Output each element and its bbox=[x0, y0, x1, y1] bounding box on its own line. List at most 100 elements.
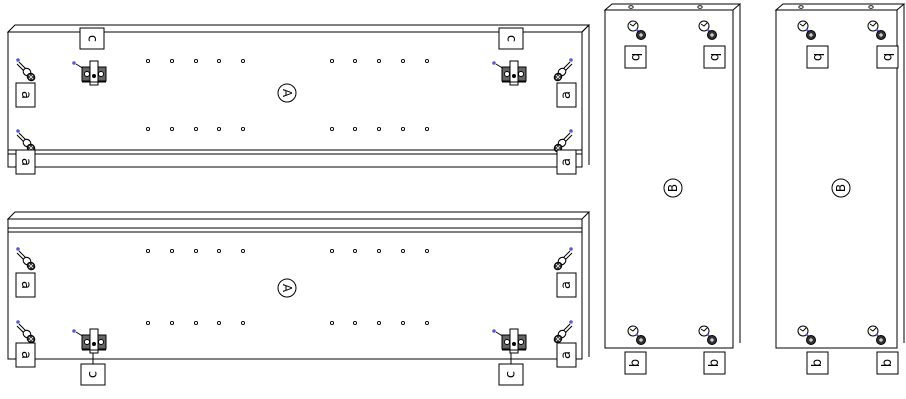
edge-hole bbox=[697, 5, 703, 9]
part-label-b: b bbox=[806, 45, 829, 69]
hole bbox=[400, 126, 406, 132]
cam-lock-icon bbox=[16, 58, 36, 82]
hinge-screw bbox=[504, 339, 510, 345]
hole bbox=[169, 126, 175, 132]
label-text: a bbox=[18, 158, 33, 166]
label-box bbox=[876, 45, 899, 69]
hole bbox=[240, 248, 246, 254]
cam-mark bbox=[629, 22, 637, 27]
dowel-dot bbox=[569, 320, 573, 324]
cam-cross bbox=[710, 338, 714, 342]
cam-lock-icon bbox=[698, 325, 717, 345]
part-label-a: a bbox=[15, 149, 36, 175]
id-circle bbox=[277, 83, 297, 103]
hole bbox=[145, 248, 151, 254]
cam-mark bbox=[700, 22, 708, 27]
dowel-dot bbox=[492, 61, 496, 65]
dowel-dot bbox=[569, 247, 573, 251]
part-label-c: c bbox=[79, 27, 105, 50]
hole bbox=[216, 58, 222, 64]
cam-lock-icon bbox=[16, 247, 36, 271]
cam-lock-icon bbox=[627, 325, 646, 345]
id-circle bbox=[277, 278, 297, 298]
panel-id-tall_panel_label: B bbox=[831, 178, 851, 198]
cam-slot bbox=[555, 263, 561, 269]
part-label-b: b bbox=[876, 45, 899, 69]
label-box bbox=[80, 363, 106, 386]
cam-lock-icon bbox=[553, 320, 573, 344]
part-label-b: b bbox=[876, 351, 899, 375]
hole bbox=[145, 126, 151, 132]
hole bbox=[400, 320, 406, 326]
label-box bbox=[556, 82, 577, 108]
cam-slot bbox=[555, 336, 561, 342]
label-box bbox=[79, 27, 105, 50]
dowel-dot bbox=[16, 129, 20, 133]
panel-id-long_panel_label: A bbox=[277, 278, 297, 298]
hinge-bracket-icon bbox=[72, 60, 107, 86]
cam-lock-icon bbox=[553, 247, 573, 271]
cam-slot bbox=[28, 74, 34, 80]
cam-lock-icon bbox=[867, 20, 886, 40]
label-text: c bbox=[504, 371, 519, 378]
hole bbox=[145, 320, 151, 326]
label-box bbox=[15, 82, 36, 108]
dowel-dot bbox=[16, 247, 20, 251]
id-circle bbox=[663, 178, 683, 198]
cam-cross bbox=[639, 338, 643, 342]
cam-slot bbox=[28, 145, 34, 151]
cam-lock-icon bbox=[16, 320, 36, 344]
label-box bbox=[15, 342, 36, 368]
hinge-arm bbox=[509, 60, 519, 86]
cam-fittings bbox=[16, 20, 886, 345]
label-text: a bbox=[559, 351, 574, 359]
id-text: A bbox=[280, 284, 294, 293]
label-box bbox=[806, 351, 829, 375]
part-label-a: a bbox=[15, 82, 36, 108]
hole bbox=[169, 248, 175, 254]
hole bbox=[424, 248, 430, 254]
hinge-pin bbox=[512, 342, 516, 346]
hinge-pin bbox=[92, 74, 96, 78]
id-text: A bbox=[280, 89, 294, 98]
hole bbox=[352, 320, 358, 326]
hole bbox=[193, 126, 199, 132]
hole bbox=[240, 58, 246, 64]
part-label-b: b bbox=[703, 351, 726, 375]
label-text: b bbox=[810, 359, 825, 367]
dowel-dot bbox=[492, 329, 496, 333]
hinge-screw bbox=[518, 71, 524, 77]
label-text: b bbox=[707, 359, 722, 367]
cam-cross bbox=[879, 33, 883, 37]
label-text: a bbox=[559, 158, 574, 166]
cam-lock-icon bbox=[627, 20, 646, 40]
hole bbox=[352, 126, 358, 132]
hole bbox=[193, 58, 199, 64]
cam-slot bbox=[28, 263, 34, 269]
part-label-c: c bbox=[80, 353, 106, 386]
label-text: a bbox=[559, 281, 574, 289]
hole bbox=[424, 126, 430, 132]
part-label-b: b bbox=[806, 351, 829, 375]
dowel-dot bbox=[16, 58, 20, 62]
label-box bbox=[703, 351, 726, 375]
hole bbox=[145, 58, 151, 64]
cam-mark bbox=[799, 327, 807, 332]
hole bbox=[216, 320, 222, 326]
hinge-brackets bbox=[72, 60, 527, 354]
cam-lock-icon bbox=[797, 20, 816, 40]
part-label-b: b bbox=[703, 45, 726, 69]
label-text: c bbox=[504, 35, 519, 42]
label-box bbox=[624, 351, 647, 375]
hinge-pin bbox=[92, 342, 96, 346]
cam-cross bbox=[639, 33, 643, 37]
hinge-pin bbox=[512, 74, 516, 78]
hole bbox=[376, 248, 382, 254]
hole bbox=[400, 58, 406, 64]
part-label-b: b bbox=[624, 45, 647, 69]
cam-cross bbox=[809, 33, 813, 37]
cam-lock-icon bbox=[553, 58, 573, 82]
hole bbox=[400, 248, 406, 254]
cam-mark bbox=[629, 327, 637, 332]
